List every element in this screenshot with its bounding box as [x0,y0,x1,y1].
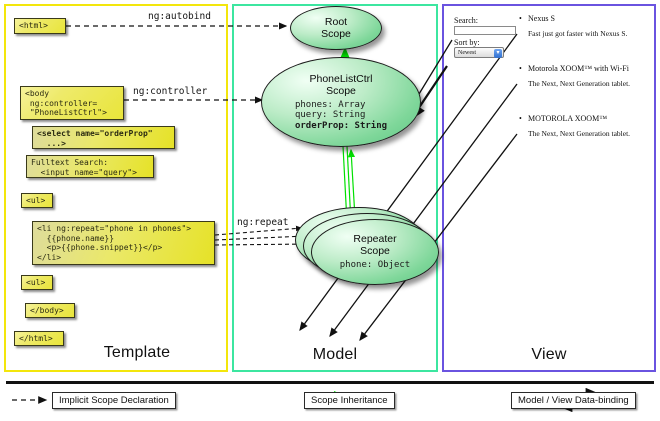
label-ng-autobind: ng:autobind [148,11,211,22]
scope-phonelistctrl: PhoneListCtrl Scope phones: Array query:… [261,57,421,147]
code-box-ul-open: <ul> [21,193,53,208]
scope-phonelistctrl-title-1: PhoneListCtrl [309,72,373,85]
legend-item-implicit-scope-declaration: Implicit Scope Declaration [52,392,176,409]
code-box-body-open: <body ng:controller= "PhoneListCtrl"> [20,86,124,120]
legend-item-model-view-data-binding: Model / View Data-binding [511,392,636,409]
search-input[interactable] [454,26,516,35]
scope-repeater-title-1: Repeater [353,233,397,246]
code-box-select-orderprop: <select name="orderProp" ...> [32,126,175,149]
label-ng-repeat: ng:repeat [237,217,289,228]
prop-phones: phones: Array [294,99,366,110]
sort-by-value: Newest [458,49,476,56]
legend-item-scope-inheritance: Scope Inheritance [304,392,395,409]
panel-model-label: Model [312,346,358,363]
phone-snippet-2: The Next, Next Generation tablet. [528,79,631,88]
code-box-html-close: </html> [14,331,64,346]
phone-name-3: MOTOROLA XOOM™ [528,114,630,123]
legend-divider [6,381,654,384]
phone-list-item-1: Nexus S Fast just got faster with Nexus … [528,14,627,38]
prop-orderprop: orderProp: String [294,120,388,131]
scope-phonelistctrl-props: phones: Array query: String orderProp: S… [295,100,387,132]
scope-repeater-props: phone: Object [340,260,410,271]
code-box-body-close: </body> [25,303,75,318]
phone-list-item-3: MOTOROLA XOOM™ The Next, Next Generation… [528,114,630,138]
panel-view-label: View [531,346,567,363]
code-box-li-repeat: <li ng:repeat="phone in phones"> {{phone… [32,221,215,265]
code-box-fulltext-search: Fulltext Search: <input name="query"> [26,155,154,178]
scope-root-title-2: Scope [321,28,351,40]
scope-root-title-1: Root [324,16,348,28]
prop-phone: phone: Object [339,260,411,271]
sort-by-select[interactable]: Newest ▾ [454,47,504,58]
phone-snippet-1: Fast just got faster with Nexus S. [528,29,628,38]
scope-root: Root Scope [290,6,382,50]
panel-template-label: Template [103,344,171,361]
phone-name-1: Nexus S [528,14,627,23]
scope-phonelistctrl-title-2: Scope [326,84,356,97]
chevron-down-icon: ▾ [494,49,502,58]
panel-view: View [442,4,656,372]
prop-query: query: String [294,110,366,121]
phone-snippet-3: The Next, Next Generation tablet. [528,129,631,138]
code-box-html-open: <html> [14,18,66,34]
scope-repeater-title-2: Scope [360,245,390,258]
label-ng-controller: ng:controller [133,86,208,97]
code-box-ul-close: <ul> [21,275,53,290]
sort-by-label: Sort by: [454,38,480,47]
search-label: Search: [454,16,478,25]
phone-name-2: Motorola XOOM™ with Wi-Fi [528,64,630,73]
phone-list-item-2: Motorola XOOM™ with Wi-Fi The Next, Next… [528,64,630,88]
scope-repeater: Repeater Scope phone: Object [311,219,439,285]
